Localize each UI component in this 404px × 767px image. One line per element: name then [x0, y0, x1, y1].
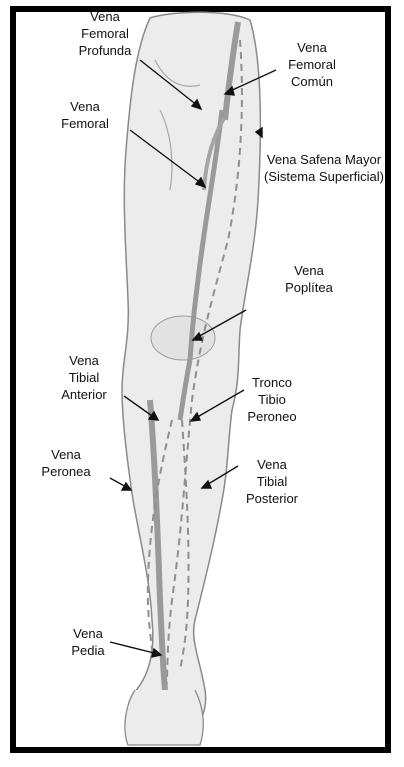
label-safena-mayor: Vena Safena Mayor(Sistema Superficial): [262, 151, 386, 185]
leg-outline: [122, 12, 260, 733]
knee-patella: [151, 316, 215, 360]
foot-outline: [125, 690, 203, 745]
